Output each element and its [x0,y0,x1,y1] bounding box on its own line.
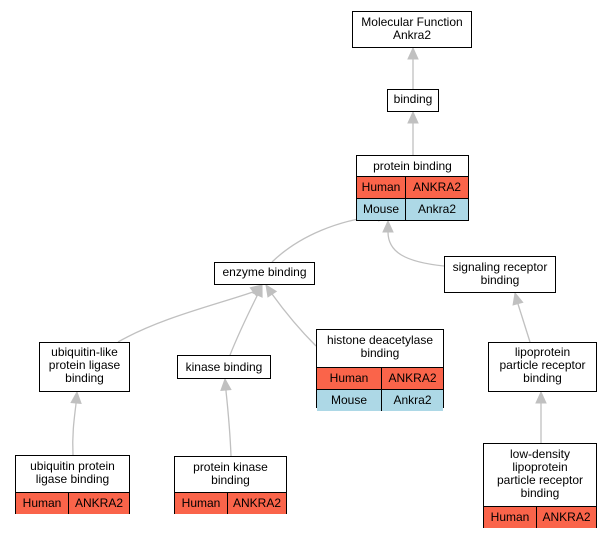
species-label: Human [175,493,228,514]
node-ubiquitin-like-protein-ligase-binding[interactable]: ubiquitin-like protein ligase binding [39,342,130,392]
gene-label: ANKRA2 [412,180,462,194]
node-ldl-particle-receptor-binding[interactable]: low-density lipoprotein particle recepto… [483,443,597,528]
node-title: lipoprotein particle receptor binding [499,345,586,385]
node-title: signaling receptor binding [452,260,548,287]
arrowhead [407,110,419,124]
species-label: Human [357,177,406,198]
edge-protein-kinase-to-kinase-binding [220,377,232,457]
edge-ldl-to-lipoprotein [535,390,547,443]
node-title: kinase binding [185,360,263,374]
gene-label: Ankra2 [417,202,457,216]
node-title: Molecular Function Ankra2 [361,15,463,42]
node-title: enzyme binding [222,265,307,279]
node-signaling-receptor-binding[interactable]: signaling receptor binding [444,256,556,293]
gene-label: ANKRA2 [232,496,282,510]
edge-lipoprotein-to-signaling-receptor [512,291,531,343]
node-title: protein binding [373,159,452,173]
node-molecular-function[interactable]: Molecular Function Ankra2 [352,11,472,48]
species-label: Mouse [357,199,406,220]
species-row-human: Human ANKRA2 [484,506,596,528]
gene-label: Ankra2 [393,393,432,407]
edge-binding-to-molecular-function [407,46,419,89]
node-title: ubiquitin-like protein ligase binding [48,345,121,385]
node-histone-deacetylase-binding[interactable]: histone deacetylase binding Human ANKRA2… [316,329,444,411]
species-row-human: Human ANKRA2 [357,176,468,198]
species-label: Human [16,493,69,514]
node-protein-binding[interactable]: protein binding Human ANKRA2 Mouse Ankra… [356,155,469,221]
node-lipoprotein-particle-receptor-binding[interactable]: lipoprotein particle receptor binding [488,342,597,392]
node-title: ubiquitin protein ligase binding [30,459,115,486]
edge-signaling-receptor-to-protein-binding [382,219,445,267]
species-row-mouse: Mouse Ankra2 [317,389,443,411]
arrowhead [407,46,419,60]
edge-ubiquitin-like-to-enzyme-binding [117,284,263,343]
node-title: low-density lipoprotein particle recepto… [496,447,584,500]
node-title: protein kinase binding [193,460,268,487]
species-row-mouse: Mouse Ankra2 [357,198,468,220]
node-title: histone deacetylase binding [326,333,434,360]
gene-label: ANKRA2 [388,371,437,385]
arrowhead [220,377,232,391]
arrowhead [382,219,394,233]
gene-label: ANKRA2 [542,510,591,524]
node-kinase-binding[interactable]: kinase binding [177,355,271,379]
node-enzyme-binding[interactable]: enzyme binding [214,262,315,285]
arrowhead [535,390,547,404]
species-label: Human [317,368,382,389]
species-row-human: Human ANKRA2 [175,492,286,514]
species-label: Human [484,507,537,528]
arrowhead [70,390,82,404]
species-row-human: Human ANKRA2 [16,492,129,514]
node-ubiquitin-protein-ligase-binding[interactable]: ubiquitin protein ligase binding Human A… [15,455,130,514]
edge-histone-to-enzyme-binding [265,283,317,347]
species-row-human: Human ANKRA2 [317,367,443,389]
node-title: binding [393,92,433,106]
edge-protein-binding-to-binding [407,110,419,155]
node-binding[interactable]: binding [387,89,439,112]
node-protein-kinase-binding[interactable]: protein kinase binding Human ANKRA2 [174,456,287,514]
edge-kinase-binding-to-enzyme-binding [229,283,263,356]
gene-label: ANKRA2 [74,496,124,510]
species-label: Mouse [317,390,382,411]
arrowhead [512,291,524,306]
edge-ubiquitin-protein-to-ubiquitin-like [70,390,82,456]
arrowhead [265,283,278,298]
